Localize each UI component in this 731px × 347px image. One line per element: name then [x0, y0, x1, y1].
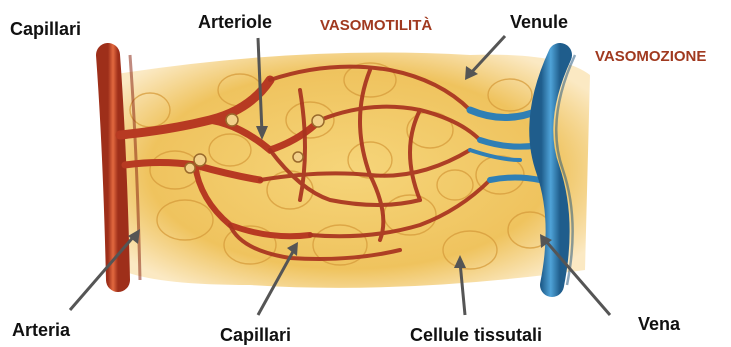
label-vena: Vena: [638, 314, 680, 335]
label-cellule-tissutali: Cellule tissutali: [410, 325, 542, 346]
label-vasomozione: VASOMOZIONE: [595, 48, 706, 65]
label-arteriole: Arteriole: [198, 12, 272, 33]
label-venule: Venule: [510, 12, 568, 33]
label-vasomotilita: VASOMOTILITÀ: [320, 17, 432, 34]
label-capillari-top: Capillari: [10, 19, 81, 40]
tissue-area: [110, 53, 590, 288]
artery-vessel: [108, 55, 118, 280]
label-arteria: Arteria: [12, 320, 70, 341]
label-capillari-bottom: Capillari: [220, 325, 291, 346]
